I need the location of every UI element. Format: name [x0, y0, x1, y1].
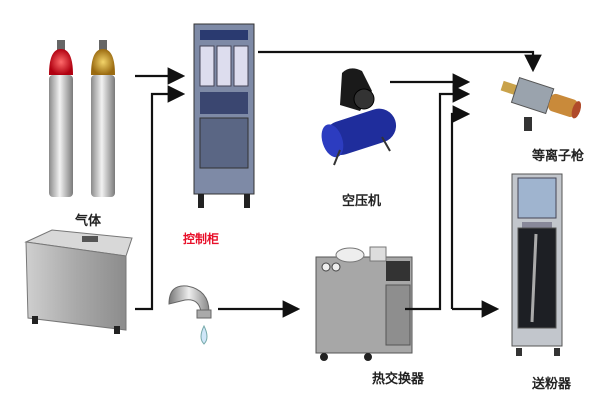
gas-cylinders-image — [49, 40, 115, 197]
air-compressor-image — [321, 68, 397, 166]
powder-feeder-image — [511, 173, 563, 356]
arrow-tank-to-cabinet — [135, 85, 186, 311]
air-compressor-label: 空压机 — [342, 194, 382, 209]
control-cabinet-image — [193, 23, 255, 208]
gas-label: 气体 — [75, 214, 102, 229]
water-faucet-image — [168, 285, 212, 345]
heat-exchanger-image — [315, 246, 413, 361]
powder-feeder-label: 送粉器 — [532, 377, 572, 392]
plasma-gun-label: 等离子枪 — [532, 149, 585, 164]
tank-image — [24, 229, 133, 334]
plasma-gun-image — [500, 77, 582, 131]
arrow-feeder-line-to-gun — [450, 105, 471, 309]
heat-exchanger-label: 热交换器 — [372, 372, 425, 387]
arrow-heat-exchanger-to-gun — [405, 85, 471, 311]
control-cabinet-label: 控制柜 — [183, 232, 220, 246]
arrow-cabinet-to-gun — [258, 50, 542, 73]
